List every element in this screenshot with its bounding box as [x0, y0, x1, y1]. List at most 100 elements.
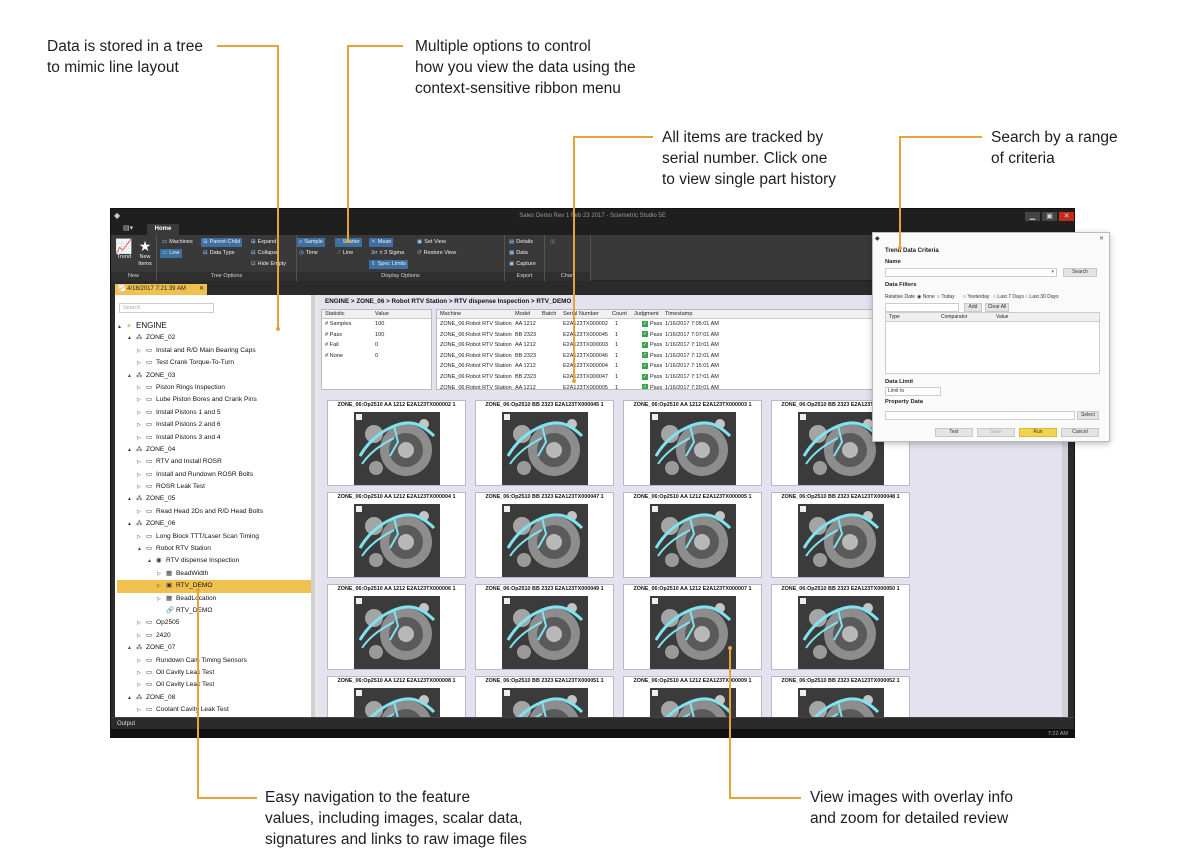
- collapse-arrow-icon[interactable]: ▲: [127, 446, 132, 453]
- image-tile[interactable]: ZONE_06:Op2510 BB 2323 E2A123TX000048 1: [771, 492, 910, 578]
- sample-button[interactable]: ≡Sample: [297, 238, 325, 247]
- search-button[interactable]: Search: [1063, 268, 1097, 277]
- property-data-input[interactable]: [885, 411, 1075, 420]
- data-type-button[interactable]: ⊟Data Type: [203, 250, 235, 256]
- app-menu-icon[interactable]: ▤▾: [123, 225, 134, 232]
- image-tile[interactable]: ZONE_06:Op2510 BB 2323 E2A123TX000052 1: [771, 676, 910, 717]
- tree-item[interactable]: ▲⁂ZONE_07: [117, 642, 311, 654]
- tree-item[interactable]: ▷▦BeadLocation: [117, 593, 311, 605]
- column-header[interactable]: Comparator: [941, 314, 968, 320]
- column-header[interactable]: Statistic: [325, 311, 345, 317]
- restore-view-button[interactable]: ↺Restore View: [417, 250, 457, 256]
- tree-item[interactable]: ▷▭Instal and R/D Main Bearing Caps: [117, 345, 311, 357]
- expand-arrow-icon[interactable]: ▷: [137, 707, 141, 714]
- close-tab-icon[interactable]: ✕: [198, 286, 204, 292]
- expand-arrow-icon[interactable]: ▷: [137, 484, 141, 491]
- image-tile[interactable]: ZONE_06:Op2510 AA 1212 E2A123TX000007 1: [623, 584, 762, 670]
- parent-child-button[interactable]: ⊞Parent-Child: [201, 238, 243, 247]
- select-button[interactable]: Select: [1077, 411, 1099, 420]
- tree-item[interactable]: ▲⁂ZONE_03: [117, 370, 311, 382]
- collapse-arrow-icon[interactable]: ▲: [127, 496, 132, 503]
- expand-arrow-icon[interactable]: ▷: [137, 632, 141, 639]
- tree-search-input[interactable]: Search: [119, 303, 214, 313]
- column-header[interactable]: Count: [612, 311, 627, 317]
- expand-button[interactable]: ⊞Expand: [251, 239, 277, 245]
- output-bar[interactable]: Output: [111, 717, 1074, 729]
- tree-item[interactable]: ▷▭Rundown Cam Timing Sensors: [117, 655, 311, 667]
- tree-item[interactable]: ▷▭Op2505: [117, 617, 311, 629]
- inspection-image[interactable]: [354, 688, 440, 717]
- column-header[interactable]: Serial Number: [563, 311, 599, 317]
- tree-item[interactable]: ▷▭2420: [117, 630, 311, 642]
- expand-arrow-icon[interactable]: ▷: [137, 360, 141, 367]
- machines-button[interactable]: ▭Machines: [162, 239, 193, 245]
- data-limit-select[interactable]: Limit to: [885, 387, 941, 396]
- expand-arrow-icon[interactable]: ▷: [157, 570, 161, 577]
- date-option-radio[interactable]: ○ Last 7 Days: [993, 294, 1024, 300]
- inspection-image[interactable]: [354, 412, 440, 485]
- data-export-button[interactable]: ▦Data: [509, 250, 528, 256]
- image-tile[interactable]: ZONE_06:Op2510 AA 1212 E2A123TX000005 1: [623, 492, 762, 578]
- tree-item[interactable]: ▷▭Install Pistons 3 and 4: [117, 432, 311, 444]
- expand-arrow-icon[interactable]: ▷: [137, 397, 141, 404]
- image-tile[interactable]: ZONE_06:Op2510 AA 1212 E2A123TX000003 1: [623, 400, 762, 486]
- collapse-arrow-icon[interactable]: ▲: [147, 558, 152, 565]
- capture-button[interactable]: ▣Capture: [509, 261, 536, 267]
- tree-item[interactable]: ▲▭Robot RTV Station: [117, 543, 311, 555]
- close-button[interactable]: ✕: [1059, 212, 1074, 221]
- column-header[interactable]: Timestamp: [665, 311, 693, 317]
- tree-item[interactable]: ▲⁂ZONE_06: [117, 518, 311, 530]
- expand-arrow-icon[interactable]: ▷: [137, 409, 141, 416]
- new-items-button[interactable]: ★New Items: [134, 238, 156, 268]
- clear-all-button[interactable]: Clear All: [985, 303, 1009, 312]
- column-header[interactable]: Machine: [440, 311, 462, 317]
- tree-item[interactable]: ▷▭Oil Cavity Leak Test: [117, 667, 311, 679]
- dialog-close-icon[interactable]: ✕: [1098, 236, 1104, 242]
- tree-item[interactable]: ▷▭ROSR Leak Test: [117, 481, 311, 493]
- expand-arrow-icon[interactable]: ▷: [137, 422, 141, 429]
- sigma-button[interactable]: 3σ± 3 Sigma: [371, 250, 405, 256]
- expand-arrow-icon[interactable]: ▷: [137, 347, 141, 354]
- tree-item[interactable]: ▷▭Coolant Cavity Leak Test: [117, 704, 311, 715]
- expand-arrow-icon[interactable]: ▷: [137, 508, 141, 515]
- tree-item[interactable]: ▷▣RTV_DEMO: [117, 580, 311, 593]
- inspection-image[interactable]: [798, 412, 884, 485]
- tree-item[interactable]: ▷▭Read Head 2Ds and R/D Head Bolts: [117, 506, 311, 518]
- tree-item[interactable]: ▲⁂ZONE_05: [117, 493, 311, 505]
- column-header[interactable]: Model: [515, 311, 531, 317]
- chart-button[interactable]: ▥: [548, 238, 559, 247]
- image-tile[interactable]: ZONE_06:Op2510 AA 1212 E2A123TX000008 1: [327, 676, 466, 717]
- cancel-button[interactable]: Cancel: [1061, 428, 1099, 437]
- collapse-arrow-icon[interactable]: ▲: [127, 694, 132, 701]
- inspection-image[interactable]: [798, 688, 884, 717]
- collapse-arrow-icon[interactable]: ▲: [127, 372, 132, 379]
- set-view-button[interactable]: ▣Set View: [417, 239, 446, 245]
- inspection-image[interactable]: [502, 596, 588, 669]
- line-chart-button[interactable]: ⟋Line: [337, 250, 354, 256]
- inspection-image[interactable]: [502, 688, 588, 717]
- inspection-image[interactable]: [650, 596, 736, 669]
- inspection-image[interactable]: [650, 688, 736, 717]
- expand-arrow-icon[interactable]: ▷: [137, 434, 141, 441]
- spec-limits-button[interactable]: ⇕Spec Limits: [369, 260, 409, 269]
- tree-item[interactable]: ▲⁂ZONE_08: [117, 692, 311, 704]
- image-tile[interactable]: ZONE_06:Op2510 BB 2323 E2A123TX000049 1: [475, 584, 614, 670]
- image-tile[interactable]: ZONE_06:Op2510 BB 2323 E2A123TX000051 1: [475, 676, 614, 717]
- tree-item[interactable]: ▷▭Test Crank Torque-To-Turn: [117, 357, 311, 369]
- image-tile[interactable]: ZONE_06:Op2510 AA 1212 E2A123TX000002 1: [327, 400, 466, 486]
- column-header[interactable]: Judgment: [634, 311, 659, 317]
- name-select[interactable]: ▾: [885, 268, 1057, 277]
- expand-arrow-icon[interactable]: ▷: [157, 595, 161, 602]
- column-header[interactable]: Value: [375, 311, 389, 317]
- filter-type-select[interactable]: [885, 303, 959, 312]
- image-tile[interactable]: ZONE_06:Op2510 BB 2323 E2A123TX000045 1: [475, 400, 614, 486]
- expand-arrow-icon[interactable]: ▷: [137, 669, 141, 676]
- expand-arrow-icon[interactable]: ▷: [137, 471, 141, 478]
- tiles-scrollbar[interactable]: [1062, 395, 1068, 717]
- expand-arrow-icon[interactable]: ▷: [137, 459, 141, 466]
- inspection-image[interactable]: [798, 596, 884, 669]
